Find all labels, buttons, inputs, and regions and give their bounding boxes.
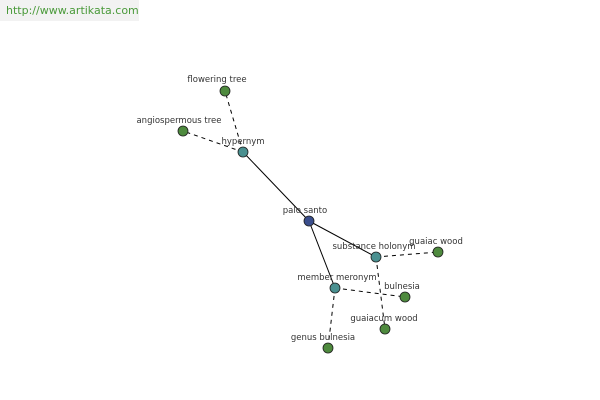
- node-label-genus-bulnesia: genus bulnesia: [291, 333, 355, 343]
- edge-hypernym-to-flowering-tree: [224, 90, 244, 153]
- node-label-flowering-tree: flowering tree: [187, 75, 246, 85]
- nodes-layer: [177, 85, 444, 354]
- node-label-palo-santo: palo santo: [283, 206, 327, 216]
- edge-substance-holonym-to-guaiac-wood: [375, 251, 439, 258]
- labels-layer: palo santo hypernym substance holonym membe…: [136, 75, 462, 343]
- edge-palo-santo-to-member-meronym: [308, 220, 336, 289]
- edge-hypernym-to-angiospermous-tree: [182, 130, 244, 153]
- node-member-meronym[interactable]: [329, 282, 341, 294]
- node-label-hypernym: hypernym: [221, 137, 264, 147]
- node-guaiac-wood[interactable]: [432, 246, 444, 258]
- edge-member-meronym-to-genus-bulnesia: [327, 287, 336, 349]
- node-label-member-meronym: member meronym: [297, 273, 376, 283]
- node-label-guaiacum-wood: guaiacum wood: [350, 314, 417, 324]
- node-hypernym[interactable]: [237, 146, 249, 158]
- node-angiospermous-tree[interactable]: [177, 125, 189, 137]
- node-genus-bulnesia[interactable]: [322, 342, 334, 354]
- node-bulnesia[interactable]: [399, 291, 411, 303]
- edges-layer: [182, 90, 439, 349]
- edge-member-meronym-to-bulnesia: [334, 287, 406, 298]
- watermark-url: http://www.artikata.com: [0, 0, 139, 21]
- node-label-guaiac-wood: guaiac wood: [409, 237, 463, 247]
- node-label-angiospermous-tree: angiospermous tree: [136, 116, 221, 126]
- node-substance-holonym[interactable]: [370, 251, 382, 263]
- edge-palo-santo-to-substance-holonym: [308, 220, 377, 258]
- edge-palo-santo-to-hypernym: [242, 151, 310, 222]
- node-label-bulnesia: bulnesia: [384, 282, 420, 292]
- node-guaiacum-wood[interactable]: [379, 323, 391, 335]
- node-palo-santo[interactable]: [303, 215, 315, 227]
- node-flowering-tree[interactable]: [219, 85, 231, 97]
- node-label-substance-holonym: substance holonym: [332, 242, 415, 252]
